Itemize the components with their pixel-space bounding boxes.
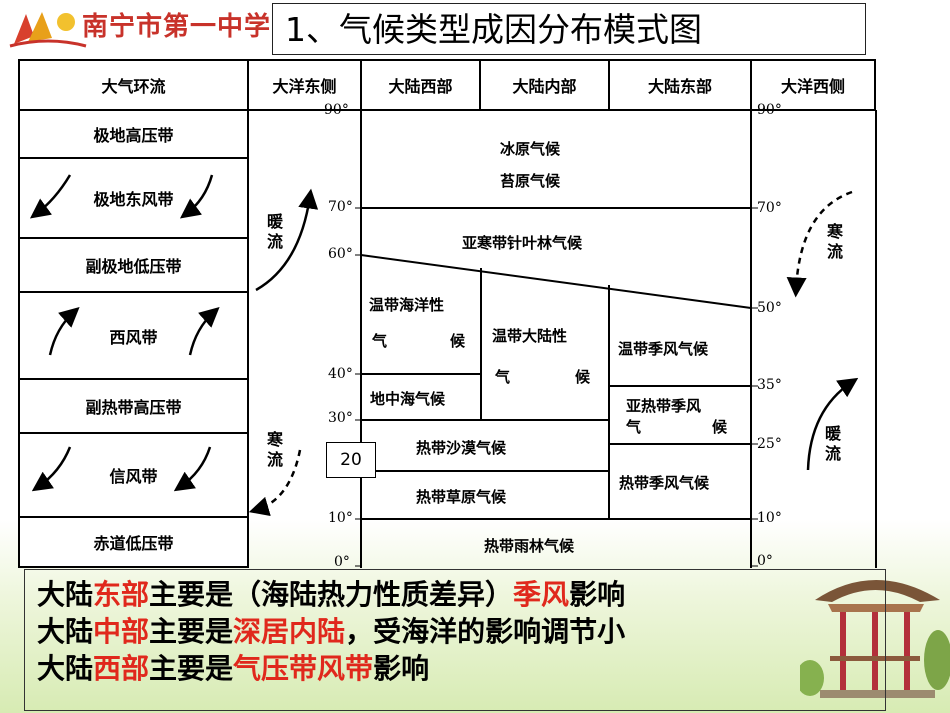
note-segment: 大陆 bbox=[37, 615, 94, 648]
climate-tropical-monsoon: 热带季风气候 bbox=[619, 474, 710, 492]
circulation-row: 副极地低压带 bbox=[18, 237, 249, 293]
note-segment: 影响 bbox=[373, 652, 430, 685]
latitude-label: 70° bbox=[328, 199, 353, 215]
circulation-row: 副热带高压带 bbox=[18, 378, 249, 434]
note-segment: ，受海洋的影响调节小 bbox=[345, 615, 626, 648]
logo-text: 南宁市第一中学 bbox=[82, 12, 272, 42]
latitude-label: 0° bbox=[334, 554, 350, 570]
note-segment-highlight: 季风 bbox=[513, 578, 570, 611]
latitude-label: 90° bbox=[324, 102, 349, 118]
column-ocean-east: 大洋东侧 bbox=[247, 59, 362, 111]
latitude-label: 35° bbox=[757, 377, 782, 393]
note-segment-highlight: 中部 bbox=[93, 615, 150, 648]
note-segment-highlight: 东部 bbox=[93, 578, 150, 611]
circulation-row: 极地高压带 bbox=[18, 109, 249, 159]
climate-mediterranean: 地中海气候 bbox=[370, 390, 446, 408]
climate-temperate-continental-qi: 气 bbox=[495, 368, 511, 386]
climate-temperate-continental-hou: 候 bbox=[575, 368, 591, 386]
climate-subtropical-monsoon: 亚热带季风 bbox=[626, 397, 702, 415]
climate-subarctic: 亚寒带针叶林气候 bbox=[462, 234, 583, 252]
climate-subtropical-monsoon-hou: 候 bbox=[712, 418, 728, 436]
note-segment: 主要是 bbox=[149, 615, 234, 648]
arrow-icon bbox=[29, 174, 220, 492]
latitude-label: 25° bbox=[757, 436, 782, 452]
latitude-label: 70° bbox=[757, 200, 782, 216]
column-continent-interior: 大陆内部 bbox=[479, 59, 610, 111]
climate-temperate-continental: 温带大陆性 bbox=[492, 327, 568, 345]
pavilion-icon bbox=[800, 580, 950, 698]
current-label-west-cold: 寒流 bbox=[826, 222, 843, 261]
note-line: 大陆中部主要是深居内陆，受海洋的影响调节小 bbox=[37, 613, 873, 650]
latitude-label: 30° bbox=[328, 410, 353, 426]
school-logo bbox=[8, 6, 278, 50]
note-segment-highlight: 气压带风带 bbox=[233, 652, 374, 685]
note-segment-highlight: 深居内陆 bbox=[233, 615, 346, 648]
note-segment: 影响 bbox=[569, 578, 626, 611]
note-segment: 大陆 bbox=[37, 652, 94, 685]
column-ocean-west: 大洋西侧 bbox=[750, 59, 876, 111]
slide-number-badge: 20 bbox=[326, 442, 376, 478]
climate-subtropical-monsoon-qi: 气 bbox=[626, 418, 642, 436]
latitude-label: 40° bbox=[328, 366, 353, 382]
current-label-west-warm: 暖流 bbox=[824, 424, 841, 463]
latitude-label: 10° bbox=[328, 510, 353, 526]
current-label-east-warm: 暖流 bbox=[266, 212, 283, 251]
latitude-label: 90° bbox=[757, 102, 782, 118]
arrow-icon bbox=[248, 188, 859, 517]
note-segment: 大陆 bbox=[37, 578, 94, 611]
climate-marine-west-qi: 气 bbox=[372, 332, 388, 350]
climate-marine-west: 温带海洋性 bbox=[369, 296, 445, 314]
note-segment: 主要是（海陆热力性质差异） bbox=[149, 578, 514, 611]
column-continent-west: 大陆西部 bbox=[360, 59, 481, 111]
climate-tundra: 苔原气候 bbox=[500, 172, 561, 190]
circulation-row: 信风带 bbox=[18, 432, 249, 518]
climate-tropical-savanna: 热带草原气候 bbox=[416, 488, 507, 506]
current-label-east-cold: 寒流 bbox=[266, 430, 283, 469]
logo-emblem-icon bbox=[9, 12, 87, 48]
climate-ice-cap: 冰原气候 bbox=[500, 140, 561, 158]
climate-temperate-monsoon: 温带季风气候 bbox=[618, 340, 709, 358]
latitude-label: 60° bbox=[328, 246, 353, 262]
climate-tropical-desert: 热带沙漠气候 bbox=[416, 439, 507, 457]
latitude-label: 50° bbox=[757, 300, 782, 316]
note-line: 大陆西部主要是气压带风带影响 bbox=[37, 650, 873, 687]
note-segment-highlight: 西部 bbox=[93, 652, 150, 685]
circulation-row: 赤道低压带 bbox=[18, 516, 249, 568]
circulation-row: 极地东风带 bbox=[18, 157, 249, 239]
explanation-box: 大陆东部主要是（海陆热力性质差异）季风影响 大陆中部主要是深居内陆，受海洋的影响… bbox=[24, 569, 886, 711]
climate-marine-west-hou: 候 bbox=[450, 332, 466, 350]
latitude-label: 10° bbox=[757, 510, 782, 526]
note-segment: 主要是 bbox=[149, 652, 234, 685]
latitude-label: 0° bbox=[757, 553, 773, 569]
climate-tropical-rainforest: 热带雨林气候 bbox=[484, 537, 575, 555]
page-title: 1、气候类型成因分布模式图 bbox=[272, 3, 866, 55]
note-line: 大陆东部主要是（海陆热力性质差异）季风影响 bbox=[37, 576, 873, 613]
